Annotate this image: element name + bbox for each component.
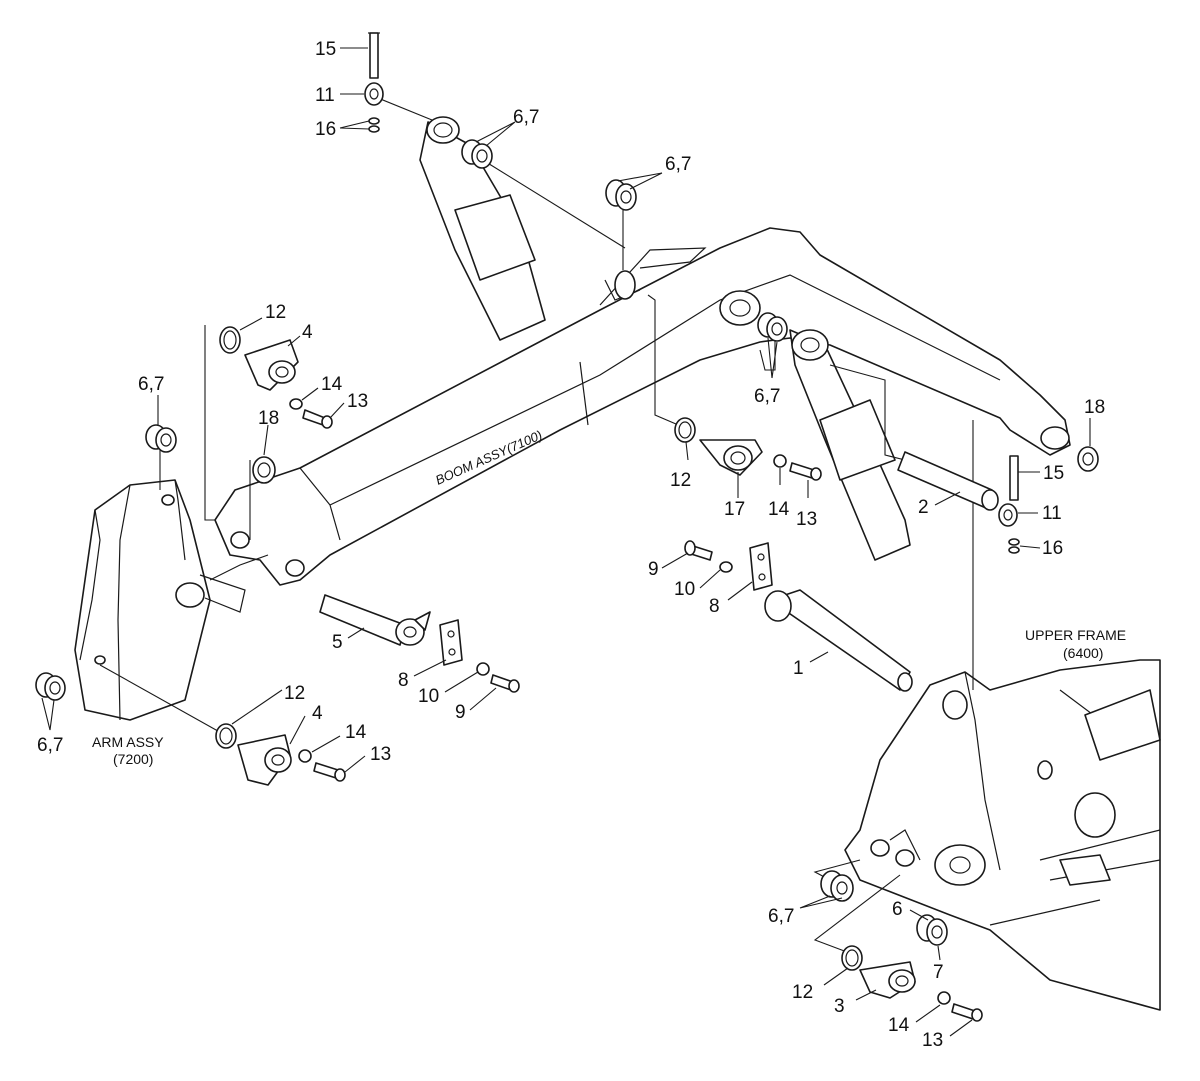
bushing-67-f (820, 870, 854, 902)
callout-13-b: 13 (796, 509, 817, 530)
callout-3: 3 (834, 996, 845, 1017)
upper-frame-code: (6400) (1063, 645, 1103, 661)
callout-leaders (41, 47, 1091, 1037)
bolt-15-right (1009, 455, 1019, 501)
washer-14-c (298, 749, 312, 763)
bushing-67-d (757, 312, 788, 342)
callout-13-d: 13 (922, 1030, 943, 1051)
washer-12-a (219, 326, 241, 354)
washer-11-top (364, 82, 384, 106)
callout-13-a: 13 (347, 391, 368, 412)
bushing-67-e (35, 672, 66, 701)
arm-assy-code: (7200) (113, 751, 153, 767)
bolt-9-b (490, 674, 520, 693)
callout-4-a: 4 (302, 322, 313, 343)
callout-12-b: 12 (670, 470, 691, 491)
alignment-lines (99, 97, 974, 956)
boom-cylinder-right (789, 329, 911, 561)
callout-6: 6 (892, 899, 903, 920)
boom-body: BOOM ASSY(7100) (214, 227, 1071, 586)
callout-12-c: 12 (284, 683, 305, 704)
arm-assy-label: ARM ASSY (92, 734, 164, 750)
callout-5: 5 (332, 632, 343, 653)
callout-4-b: 4 (312, 703, 323, 724)
washer-18-a (252, 456, 276, 484)
washer-12-d (841, 945, 863, 971)
callout-13-c: 13 (370, 744, 391, 765)
callout-11-top: 11 (315, 85, 335, 106)
callout-18-b: 18 (1084, 397, 1105, 418)
callout-67-d: 6,7 (754, 386, 780, 407)
washer-14-b (773, 454, 787, 468)
pin-3 (859, 961, 916, 999)
callout-67-f: 6,7 (768, 906, 794, 927)
pin-1 (764, 589, 913, 692)
callout-11-right: 11 (1042, 503, 1062, 524)
callout-9-b: 9 (455, 702, 466, 723)
callout-67-a: 6,7 (513, 107, 539, 128)
callout-9-a: 9 (648, 559, 659, 580)
callout-18-a: 18 (258, 408, 279, 429)
washer-14-d (937, 991, 951, 1005)
callout-14-b: 14 (768, 499, 790, 520)
callout-10-a: 10 (674, 579, 695, 600)
callout-15-right: 15 (1043, 463, 1064, 484)
arm-body (74, 479, 246, 721)
upper-frame-label: UPPER FRAME (1025, 627, 1126, 643)
pin-2 (897, 451, 999, 511)
bushing-67-b (605, 179, 637, 211)
bolt-13-d (951, 1003, 983, 1022)
bushing-67-a (461, 139, 493, 169)
callout-67-c: 6,7 (138, 374, 164, 395)
callout-17: 17 (724, 499, 745, 520)
bolt-13-a (302, 409, 333, 429)
bolt-15-top (368, 32, 380, 79)
callout-labels: 15 11 16 6,7 6,7 12 4 6,7 14 13 18 6,7 1… (37, 39, 1105, 1051)
callout-12-a: 12 (265, 302, 286, 323)
washer-10-a (719, 561, 733, 573)
callout-67-e: 6,7 (37, 735, 63, 756)
callout-8-a: 8 (709, 596, 720, 617)
callout-14-c: 14 (345, 722, 367, 743)
washer-18-b (1077, 446, 1099, 472)
callout-15-top: 15 (315, 39, 336, 60)
callout-8-b: 8 (398, 670, 409, 691)
callout-16-top: 16 (315, 119, 336, 140)
pin-4-top (244, 339, 299, 391)
bushing-67-c (145, 424, 177, 453)
washer-12-b (674, 417, 696, 443)
pin-4-bottom (237, 734, 292, 786)
pin-5 (319, 594, 431, 646)
callout-10-b: 10 (418, 686, 439, 707)
bushing-6-7-sep (916, 914, 948, 946)
bolt-13-b (789, 462, 822, 481)
callout-14-d: 14 (888, 1015, 910, 1036)
plate-8-b (439, 619, 463, 666)
nut-16-top (368, 117, 380, 133)
callout-14-a: 14 (321, 374, 343, 395)
plate-8-a (749, 542, 773, 591)
washer-11-right (998, 503, 1018, 527)
callout-67-b: 6,7 (665, 154, 691, 175)
pin-17 (699, 439, 763, 476)
nut-16-right (1008, 538, 1020, 554)
bolt-9-a (684, 540, 713, 561)
callout-2: 2 (918, 497, 929, 518)
callout-12-d: 12 (792, 982, 813, 1003)
callout-1: 1 (793, 658, 804, 679)
washer-12-c (215, 723, 237, 749)
washer-14-a (289, 398, 303, 410)
callout-16-right: 16 (1042, 538, 1063, 559)
callout-7: 7 (933, 962, 944, 983)
bolt-13-c (313, 762, 346, 782)
upper-frame: UPPER FRAME (6400) (844, 627, 1161, 1011)
boom-cylinder-left (419, 116, 546, 341)
washer-10-b (476, 662, 490, 676)
